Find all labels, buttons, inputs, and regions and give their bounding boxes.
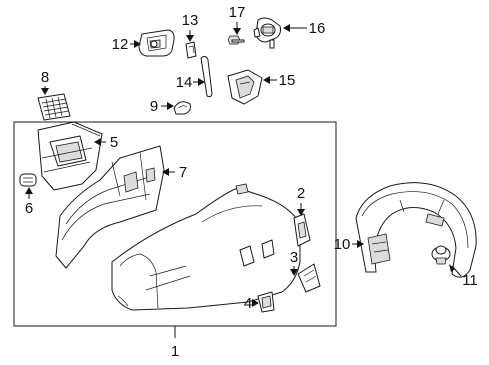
part-7-wheelhouse-panel: [55, 145, 165, 269]
part-13-clip: [185, 41, 197, 59]
callout-14: 14: [176, 74, 193, 91]
part-3-bracket: [297, 263, 321, 293]
callout-7: 7: [179, 164, 187, 181]
callout-11: 11: [462, 272, 478, 289]
part-12-fuel-door-housing: [138, 29, 175, 57]
part-17-bolt: [227, 35, 245, 45]
callout-16: 16: [309, 20, 326, 37]
callout-15: 15: [279, 72, 296, 89]
callout-6: 6: [25, 200, 33, 217]
part-14-rod: [200, 55, 213, 98]
part-8-vent-grille: [37, 93, 71, 121]
part-11-push-nut: [431, 245, 451, 265]
part-6-plug: [19, 173, 37, 187]
callout-4: 4: [244, 295, 252, 312]
part-4-clip: [257, 291, 275, 313]
callout-2: 2: [297, 185, 305, 202]
callout-17: 17: [229, 4, 246, 21]
callout-3: 3: [290, 249, 298, 266]
callout-9: 9: [150, 98, 158, 115]
callout-13: 13: [182, 12, 199, 29]
part-9-grommet: [173, 101, 191, 115]
callout-10: 10: [334, 236, 351, 253]
callout-12: 12: [112, 36, 129, 53]
part-1-quarter-panel: [111, 183, 301, 311]
part-15-bracket: [227, 69, 263, 105]
callout-1: 1: [171, 343, 179, 360]
part-5-inner-panel: [37, 121, 103, 191]
part-16-actuator: [253, 17, 281, 49]
callout-8: 8: [41, 69, 49, 86]
callout-5: 5: [110, 134, 118, 151]
part-10-wheel-liner: [355, 182, 477, 278]
